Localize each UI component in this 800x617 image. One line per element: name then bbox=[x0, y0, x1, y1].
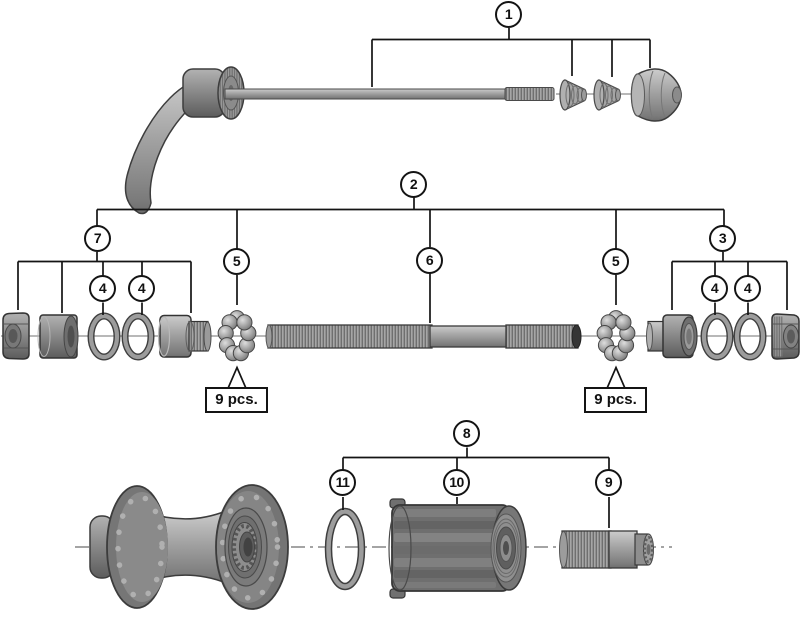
seal-ring-right-2 bbox=[733, 312, 767, 361]
skewer-rod-threads bbox=[504, 87, 555, 101]
volute-spring-left bbox=[559, 79, 587, 111]
callout-4-right-a: 4 bbox=[701, 275, 728, 302]
locknut-left bbox=[2, 312, 30, 360]
skewer-rod bbox=[224, 88, 508, 100]
pcs-pointer-left bbox=[226, 365, 248, 390]
seal-ring-left-1 bbox=[87, 312, 121, 361]
quick-release-skewer-group bbox=[124, 66, 682, 215]
spoke-holes-left bbox=[115, 494, 165, 600]
ball-count-note-right: 9 pcs. bbox=[584, 387, 647, 413]
callout-4-right-b: 4 bbox=[734, 275, 761, 302]
bracket-3 bbox=[671, 260, 788, 315]
spacer bbox=[37, 314, 79, 359]
bracket-7 bbox=[17, 260, 192, 315]
callout-8: 8 bbox=[453, 420, 480, 447]
hub-shell bbox=[89, 484, 289, 610]
callout-11: 11 bbox=[329, 469, 356, 496]
callout-2: 2 bbox=[400, 171, 427, 198]
axle-assembly-group bbox=[1, 310, 800, 362]
ball-count-note-left: 9 pcs. bbox=[205, 387, 268, 413]
axle-tube bbox=[559, 530, 654, 569]
bracket-8 bbox=[342, 447, 610, 528]
bracket-2 bbox=[96, 197, 725, 323]
callout-1: 1 bbox=[495, 1, 522, 28]
callout-10: 10 bbox=[443, 469, 470, 496]
spoke-holes-right bbox=[219, 493, 281, 601]
seal-ring-hub bbox=[324, 507, 366, 591]
axle bbox=[265, 324, 582, 349]
bracket-1 bbox=[371, 28, 651, 87]
cone-right bbox=[646, 314, 698, 359]
hub-assembly-group bbox=[75, 484, 672, 610]
locknut-right bbox=[771, 313, 800, 360]
volute-spring-right bbox=[593, 79, 621, 111]
callout-9: 9 bbox=[595, 469, 622, 496]
callout-7: 7 bbox=[84, 225, 111, 252]
freehub-body bbox=[388, 498, 527, 599]
pcs-pointer-right bbox=[605, 365, 627, 390]
callout-lines bbox=[17, 28, 788, 528]
callout-4-left-b: 4 bbox=[128, 275, 155, 302]
seal-ring-right-1 bbox=[700, 312, 734, 361]
ball-retainer-left bbox=[217, 310, 257, 362]
callout-5-left: 5 bbox=[223, 248, 250, 275]
callout-5-right: 5 bbox=[602, 248, 629, 275]
callout-6: 6 bbox=[416, 247, 443, 274]
end-adjusting-nut bbox=[630, 68, 682, 122]
callout-4-left-a: 4 bbox=[89, 275, 116, 302]
ball-retainer-right bbox=[596, 310, 636, 362]
seal-ring-left-2 bbox=[121, 312, 155, 361]
callout-3: 3 bbox=[709, 225, 736, 252]
cone-left bbox=[157, 314, 212, 358]
